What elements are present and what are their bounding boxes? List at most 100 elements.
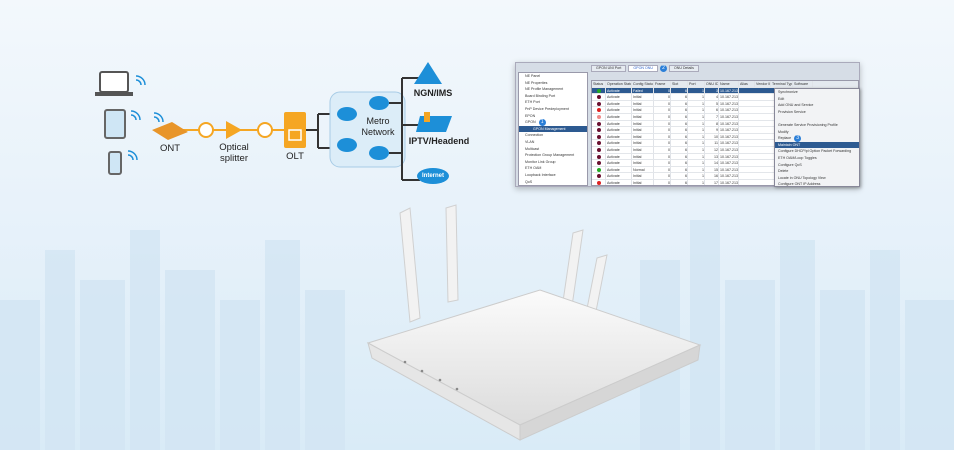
tree-item-label: Board Binding Port <box>525 93 556 98</box>
tree-item[interactable]: Protection Group Management <box>519 152 587 159</box>
tree-item[interactable]: GPON Management <box>519 125 587 133</box>
menu-item-label: Configure DHCP/pi Option Packet Forwardi… <box>778 149 852 154</box>
tree-item-label: Protection Group Management <box>525 153 575 158</box>
table-cell: 9 <box>705 127 719 133</box>
tree-item[interactable]: ETH OAM <box>519 165 587 172</box>
table-cell: 10.167.213 <box>720 94 739 100</box>
column-header[interactable]: Vendor ID <box>756 81 771 87</box>
tree-item-label: Loopback Interface <box>525 172 556 177</box>
table-cell: 0 <box>654 87 671 94</box>
tree-item[interactable]: ETH Port <box>519 99 587 106</box>
column-header[interactable]: Config Status <box>633 81 654 87</box>
menu-item[interactable]: Configure ONT IP Address <box>775 181 859 186</box>
tree-item[interactable]: NE Properties <box>519 80 587 87</box>
table-cell: 0 <box>654 166 671 173</box>
tree-item[interactable]: PnP Device Predeployment <box>519 106 587 113</box>
tree-item-label: ETH OAM <box>525 166 542 171</box>
table-cell: 1 <box>688 120 705 127</box>
menu-item[interactable]: Add ONU and Service <box>775 102 859 109</box>
table-cell: Initial <box>632 100 654 107</box>
table-cell: 6 <box>671 153 688 160</box>
menu-item[interactable]: Configure DHCP/pi Option Packet Forwardi… <box>775 148 859 155</box>
tree-item[interactable]: NE Profile Management <box>519 86 587 93</box>
table-cell: 6 <box>671 94 688 100</box>
tree-item-label: NE Panel <box>525 74 541 78</box>
menu-item-label: Locate in ONU Topology View <box>778 175 826 180</box>
table-cell: 6 <box>671 179 688 185</box>
table-cell: Activate <box>606 127 632 133</box>
menu-item[interactable]: Provision Service <box>775 109 859 116</box>
table-cell: 1 <box>688 140 705 146</box>
table-cell: 0 <box>654 120 671 127</box>
table-cell: Activate <box>606 173 632 179</box>
router-node-icon <box>337 96 389 160</box>
menu-item[interactable]: Delete <box>775 168 859 175</box>
menu-item[interactable]: Edit <box>775 96 859 103</box>
tree-item[interactable]: Connection <box>519 132 587 139</box>
tree-item[interactable]: Loopback Interface <box>519 172 587 179</box>
column-header[interactable]: Status <box>592 81 606 87</box>
menu-item[interactable]: Locate in ONU Topology View <box>775 175 859 182</box>
menu-item[interactable]: Modify <box>775 129 859 136</box>
tree-item[interactable]: EPON <box>519 113 587 120</box>
status-icon <box>597 180 601 185</box>
tree-item[interactable]: Monitor Link Group <box>519 159 587 166</box>
tab[interactable]: GPON ONU <box>628 65 658 72</box>
table-cell: 0 <box>654 160 671 166</box>
tree-item[interactable]: NE Panel <box>519 73 587 80</box>
column-header[interactable]: Port <box>688 81 705 87</box>
tree-item[interactable]: Board Binding Port <box>519 93 587 100</box>
tab[interactable]: ONU Details <box>668 65 699 72</box>
status-icon <box>597 141 601 146</box>
tree-item[interactable]: VLAN <box>519 139 587 146</box>
table-cell: 10.167.213 <box>720 100 739 107</box>
table-cell: 1 <box>688 173 705 179</box>
status-icon <box>597 95 601 100</box>
tree-item[interactable]: Multicast <box>519 146 587 153</box>
tree-item[interactable]: QoS <box>519 179 587 186</box>
column-header[interactable]: Slot <box>671 81 688 87</box>
column-header[interactable]: Alias <box>739 81 755 87</box>
column-header[interactable]: Name <box>719 81 739 87</box>
table-cell: 14 <box>705 160 719 166</box>
status-icon <box>597 108 601 113</box>
table-cell: 10 <box>705 133 719 140</box>
column-header[interactable]: Operation Status <box>607 81 632 87</box>
column-header[interactable]: Software <box>793 81 813 87</box>
table-cell: Initial <box>632 140 654 146</box>
menu-item[interactable]: Configure QoS <box>775 162 859 169</box>
menu-item[interactable]: Synchronize <box>775 89 859 96</box>
menu-item[interactable]: Maintain ONT <box>775 141 859 149</box>
table-cell: 6 <box>671 160 688 166</box>
column-header[interactable]: ONU ID <box>706 81 719 87</box>
column-header[interactable]: Terminal Type <box>772 81 793 87</box>
table-cell: 17 <box>705 179 719 185</box>
menu-item[interactable]: Generate Service Provisioning Profile <box>775 122 859 129</box>
table-cell: Activate <box>606 160 632 166</box>
tab[interactable]: GPON UNI Port <box>591 65 627 72</box>
table-cell: Activate <box>606 179 632 185</box>
table-cell: Normal <box>632 166 654 173</box>
menu-item[interactable]: ETH OAM/Loop Toggles <box>775 155 859 162</box>
table-cell: Initial <box>632 133 654 140</box>
status-icon <box>597 114 601 119</box>
column-header[interactable]: Frame <box>654 81 671 87</box>
